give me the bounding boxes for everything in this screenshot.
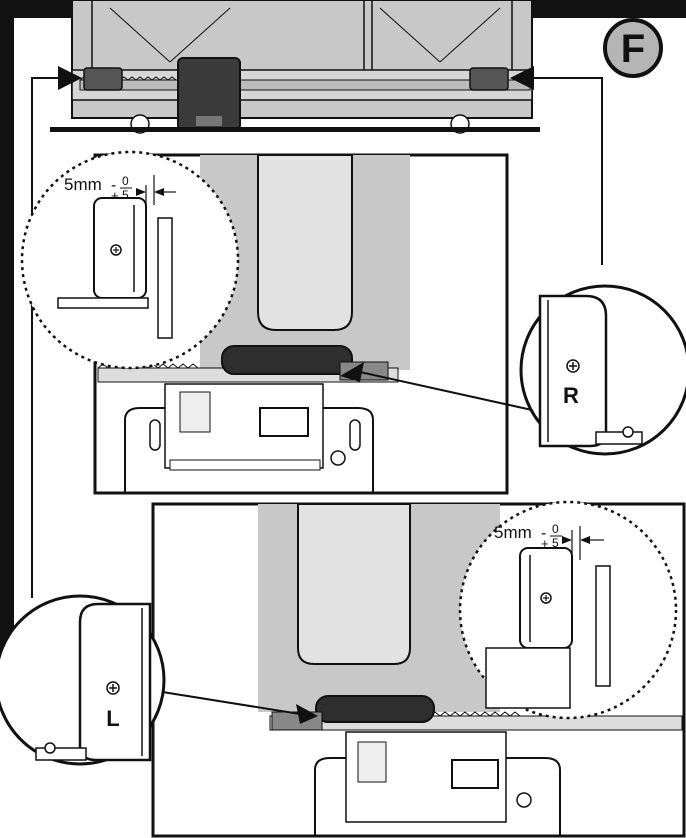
tolerance-upper-bottom-right: 0 [552, 522, 559, 536]
arrow-to-left-bracket [58, 66, 82, 90]
ground-line [50, 127, 540, 132]
section-badge: F [603, 18, 663, 78]
tolerance-upper-top-left: 0 [122, 174, 129, 188]
limit-letter-left: L [106, 706, 119, 731]
limit-letter-right: R [563, 383, 579, 408]
gap-value-top-left: 5mm [64, 175, 102, 194]
tolerance-lower-bottom-right: 5 [552, 536, 559, 550]
tolerance-plus-bottom-right: + [541, 536, 549, 551]
zoom-callout-top-left: 5mm - + 0 5 [20, 150, 240, 370]
left-cam-bracket [83, 67, 123, 91]
leader-line-right [534, 77, 603, 265]
right-cam-bracket [469, 67, 509, 91]
tolerance-sign-bottom-right: - [541, 525, 546, 542]
leader-line-left [31, 77, 58, 598]
limit-switch-left-callout: L [0, 594, 166, 766]
arrow-to-right-bracket [510, 66, 534, 90]
tolerance-lower-top-left: 5 [122, 188, 129, 202]
section-badge-letter: F [621, 27, 645, 71]
limit-magnet-mid [221, 345, 353, 375]
left-margin-bar [0, 0, 14, 700]
gap-value-bottom-right: 5mm [494, 523, 532, 542]
limit-switch-right-callout: R [519, 284, 686, 456]
tolerance-plus-top-left: + [111, 188, 119, 203]
zoom-callout-bottom-right: 5mm - + 0 5 [458, 500, 678, 720]
gate-overview [50, 0, 540, 134]
limit-magnet-bottom [315, 695, 435, 723]
tolerance-sign-top-left: - [111, 177, 116, 194]
gear-rack [79, 79, 531, 91]
